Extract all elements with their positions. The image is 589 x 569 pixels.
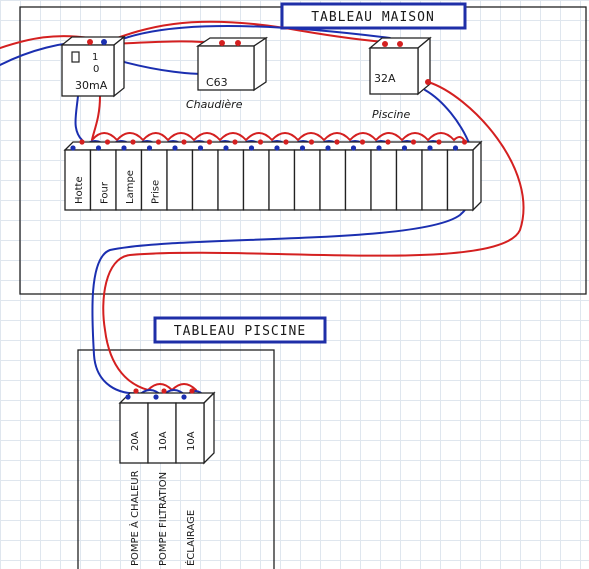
row-breaker-label: Hotte [74, 176, 85, 204]
phase-to-pool-panel [102, 81, 525, 391]
row-breaker-module [191, 139, 219, 211]
pool-breaker-rating: 10A [186, 431, 197, 451]
chaudiere-label: Chaudière [186, 98, 243, 111]
test-button-icon [71, 51, 80, 63]
pool-neutral-bridge [137, 389, 205, 398]
row-breaker-module [370, 139, 398, 211]
row-breaker-module [293, 139, 321, 211]
piscine-label: Piscine [372, 108, 410, 121]
row-breaker-module [319, 139, 347, 211]
row-breaker-module [421, 139, 449, 211]
pool-breaker-use: POMPE À CHALEUR [128, 470, 141, 566]
row-breaker-module [268, 139, 296, 211]
house-panel-title-text: TABLEAU MAISON [311, 10, 435, 25]
row-breaker-module [446, 139, 474, 211]
chaudiere-rating: C63 [206, 76, 228, 89]
neutral-to-busbar [74, 95, 83, 141]
pool-breaker-module: 10A ÉCLAIRAGE [175, 388, 205, 566]
differential-switch-on: 1 [92, 52, 98, 63]
row-breaker-module [217, 139, 245, 211]
breaker-row: Hotte Four Lampe Prise [63, 139, 483, 212]
row-breaker-label: Prise [150, 180, 161, 204]
row-breaker-module [166, 139, 194, 211]
differential-rating: 30mA [75, 79, 108, 92]
piscine-rating: 32A [374, 72, 396, 85]
pool-breaker-use: ÉCLAIRAGE [184, 510, 197, 566]
pool-panel-title-text: TABLEAU PISCINE [174, 324, 306, 339]
pool-row-side [203, 391, 215, 465]
breaker-row-side [472, 140, 482, 212]
piscine-breaker: 32A [368, 36, 432, 96]
pool-breaker-use: POMPE FILTRATION [158, 472, 169, 566]
pool-panel-title: TABLEAU PISCINE [153, 316, 327, 344]
row-breaker-module: Prise [140, 139, 168, 211]
breaker-row-top [63, 141, 483, 151]
row-breaker-module: Lampe [115, 139, 143, 211]
house-panel-title: TABLEAU MAISON [280, 2, 467, 30]
row-breaker-label: Four [99, 181, 110, 204]
differential-switch-off: 0 [93, 64, 99, 75]
row-breaker-module [344, 139, 372, 211]
phase-to-busbar [91, 95, 101, 141]
row-breaker-module [242, 139, 270, 211]
pool-breaker-rating: 20A [130, 431, 141, 451]
pool-breaker-module: 10A POMPE FILTRATION [147, 388, 177, 566]
pool-row-top [118, 392, 216, 404]
differential-breaker: 1 0 30mA [60, 35, 126, 98]
neutral-to-piscine-breaker [109, 24, 391, 45]
row-breaker-module [395, 139, 423, 211]
pool-phase-bridge [147, 383, 197, 392]
row-breaker-module: Four [89, 139, 117, 211]
pool-panel-enclosure [77, 349, 275, 569]
busbar-bridges [81, 132, 465, 150]
row-breaker-label: Lampe [125, 170, 136, 204]
row-breaker-module: Hotte [64, 139, 92, 211]
chaudiere-breaker: C63 [195, 36, 269, 92]
pool-breaker-module: 20A POMPE À CHALEUR [119, 388, 149, 566]
pool-breaker-rating: 10A [158, 431, 169, 451]
